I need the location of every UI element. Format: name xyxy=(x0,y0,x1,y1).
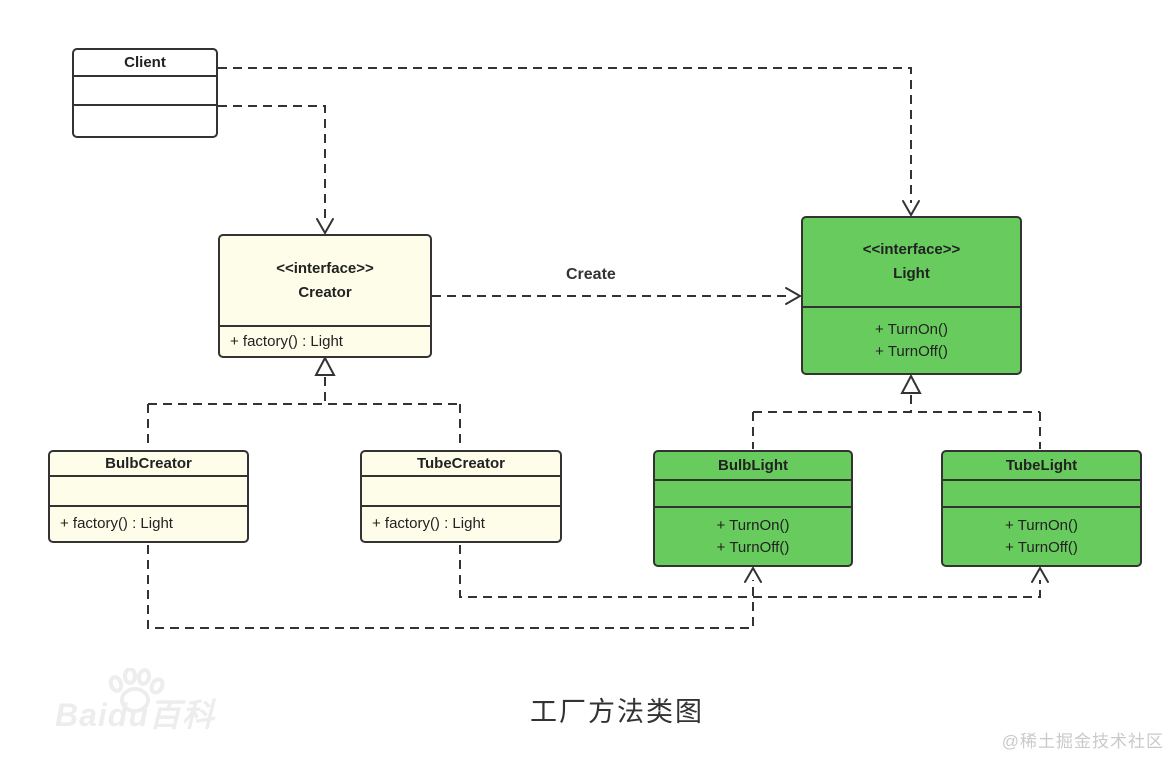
baidu-paw-icon xyxy=(108,668,165,713)
class-bulblight-attributes xyxy=(655,481,851,508)
method-light-turnon: + TurnOn() xyxy=(875,320,948,338)
arrowhead-creator-light xyxy=(785,287,803,305)
method-bulbcreator-factory: + factory() : Light xyxy=(60,515,173,532)
edge-client-light xyxy=(218,67,912,203)
method-tubelight-turnon: + TurnOn() xyxy=(1005,516,1078,534)
class-client: Client xyxy=(72,48,218,138)
class-tubecreator-attributes xyxy=(362,477,560,507)
class-tubelight-attributes xyxy=(943,481,1140,508)
class-tubelight: TubeLight + TurnOn() + TurnOff() xyxy=(941,450,1142,567)
class-tubelight-name: TubeLight xyxy=(943,452,1140,481)
edge-lights-realization xyxy=(752,395,1041,449)
triangle-light-realization xyxy=(900,373,922,394)
class-tubecreator-methods: + factory() : Light xyxy=(362,507,560,541)
class-bulbcreator: BulbCreator + factory() : Light xyxy=(48,450,249,543)
method-bulblight-turnoff: + TurnOff() xyxy=(716,538,790,556)
edge-creators-realization xyxy=(147,377,461,449)
class-creator-stereotype: <<interface>> xyxy=(276,259,374,277)
class-creator-methods: + factory() : Light xyxy=(220,327,430,356)
class-bulblight-name: BulbLight xyxy=(655,452,851,481)
class-tubecreator: TubeCreator + factory() : Light xyxy=(360,450,562,543)
class-tubelight-methods: + TurnOn() + TurnOff() xyxy=(943,508,1140,565)
class-bulbcreator-name: BulbCreator xyxy=(50,452,247,477)
class-bulbcreator-methods: + factory() : Light xyxy=(50,507,247,541)
create-edge-label: Create xyxy=(566,266,616,283)
method-light-turnoff: + TurnOff() xyxy=(875,342,948,360)
baidu-baike-watermark: Baidu百科 xyxy=(55,697,215,733)
method-tubecreator-factory: + factory() : Light xyxy=(372,515,485,532)
class-creator: <<interface>> Creator + factory() : Ligh… xyxy=(218,234,432,358)
class-client-name: Client xyxy=(74,50,216,77)
class-bulblight: BulbLight + TurnOn() + TurnOff() xyxy=(653,450,853,567)
class-creator-name: Creator xyxy=(298,283,352,301)
class-light-header: <<interface>> Light xyxy=(803,218,1020,308)
edge-client-creator xyxy=(218,105,326,219)
diagram-title: 工厂方法类图 xyxy=(530,697,704,727)
method-bulblight-turnon: + TurnOn() xyxy=(716,516,790,534)
method-tubelight-turnoff: + TurnOff() xyxy=(1005,538,1078,556)
class-tubecreator-name: TubeCreator xyxy=(362,452,560,477)
juejin-watermark: @稀土掘金技术社区 xyxy=(1001,732,1164,751)
class-light-stereotype: <<interface>> xyxy=(862,241,961,258)
edge-bulbcreator-bulblight xyxy=(147,545,754,629)
class-light: <<interface>> Light + TurnOn() + TurnOff… xyxy=(801,216,1022,375)
arrowhead-client-creator xyxy=(316,218,334,236)
method-creator-factory: + factory() : Light xyxy=(230,332,343,350)
class-bulblight-methods: + TurnOn() + TurnOff() xyxy=(655,508,851,565)
arrowhead-bulbcreator-bulblight xyxy=(744,565,762,583)
class-client-attributes xyxy=(74,77,216,106)
class-light-methods: + TurnOn() + TurnOff() xyxy=(803,308,1020,373)
arrowhead-tubecreator-tubelight xyxy=(1031,565,1049,583)
class-light-name: Light xyxy=(893,265,930,282)
arrowhead-client-light xyxy=(902,200,920,218)
class-bulbcreator-attributes xyxy=(50,477,247,507)
triangle-creator-realization xyxy=(314,355,336,376)
class-creator-header: <<interface>> Creator xyxy=(220,236,430,327)
class-client-methods xyxy=(74,106,216,136)
